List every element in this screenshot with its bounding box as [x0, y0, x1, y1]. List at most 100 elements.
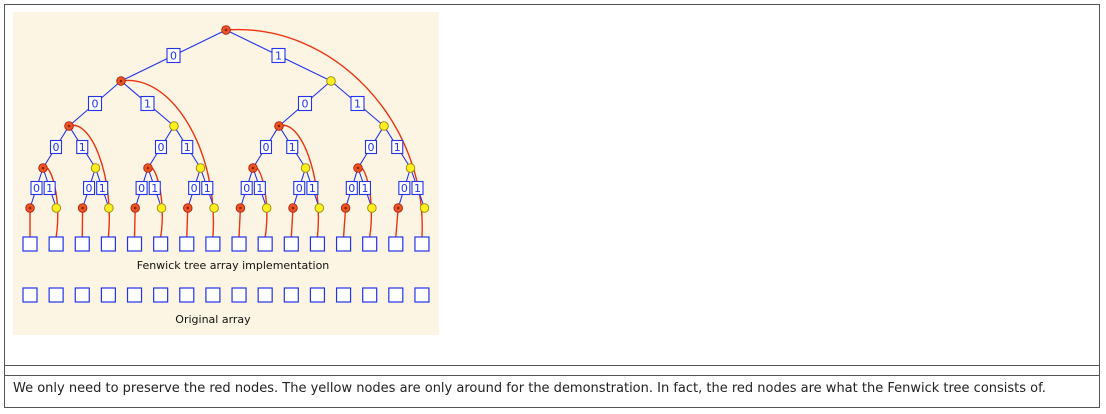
fenwick-array-cell — [126, 236, 143, 252]
branch-label: 0 — [158, 141, 165, 154]
branch-label: 0 — [191, 182, 198, 195]
branch-label-box — [83, 180, 96, 196]
branch-label-box — [76, 139, 89, 155]
original-array-cell — [153, 287, 169, 303]
fenwick-array-cell — [414, 236, 430, 252]
fenwick-array-cell — [153, 236, 169, 252]
fenwick-array-cell — [362, 236, 378, 252]
original-array-cell — [388, 287, 404, 303]
branch-label-box — [259, 139, 273, 155]
original-array-cell — [309, 287, 326, 303]
red-link — [395, 207, 399, 238]
branch-label: 1 — [414, 182, 421, 195]
original-array-cell — [22, 287, 38, 303]
fenwick-array-cell — [22, 236, 38, 252]
branch-label: 1 — [309, 182, 316, 195]
branch-label: 1 — [99, 182, 106, 195]
original-array-cell — [414, 287, 430, 303]
branch-label: 0 — [243, 182, 250, 195]
branch-label-box — [49, 139, 63, 155]
red-link — [238, 207, 242, 238]
branch-label: 1 — [354, 98, 361, 111]
yellow-node — [156, 203, 167, 213]
caption-text: We only need to preserve the red nodes. … — [13, 381, 1046, 396]
yellow-node — [379, 121, 389, 131]
red-arc — [278, 124, 320, 238]
fenwick-array-cell — [205, 236, 221, 252]
branch-label-box — [148, 180, 161, 196]
original-array-cell — [100, 287, 116, 303]
red-link — [342, 207, 347, 238]
red-node-center — [67, 124, 71, 128]
branch-label: 0 — [368, 141, 375, 154]
branch-label-box — [30, 180, 43, 196]
branch-label: 1 — [151, 182, 158, 195]
original-array-cell — [335, 287, 352, 303]
branch-label-box — [87, 95, 103, 112]
branch-label: 1 — [79, 141, 86, 154]
red-node-center — [251, 166, 255, 170]
branch-label: 1 — [144, 98, 151, 111]
branch-label: 1 — [361, 182, 368, 195]
branch-label-box — [154, 139, 168, 155]
branch-label: 1 — [204, 182, 211, 195]
branch-label-box — [297, 95, 313, 112]
caption-cell: We only need to preserve the red nodes. … — [5, 375, 1099, 401]
red-arc — [225, 28, 423, 238]
branch-label: 0 — [138, 182, 145, 195]
red-node-center — [277, 124, 281, 128]
branch-label: 0 — [86, 182, 93, 195]
branch-label-box — [345, 180, 358, 196]
branch-label: 1 — [275, 50, 282, 63]
yellow-node — [169, 121, 179, 131]
original-array-cell — [231, 287, 247, 303]
yellow-node — [104, 203, 114, 213]
yellow-node — [300, 163, 311, 173]
red-node-center — [146, 166, 150, 170]
red-node-center — [224, 28, 228, 32]
branch-label: 0 — [170, 50, 177, 63]
branch-label: 0 — [263, 141, 270, 154]
branch-label-box — [188, 180, 201, 196]
branch-label: 0 — [302, 98, 309, 111]
red-node-center — [239, 206, 242, 210]
branch-label: 1 — [46, 182, 53, 195]
red-node-center — [186, 206, 190, 210]
branch-label-box — [135, 180, 148, 196]
branch-label: 0 — [33, 182, 40, 195]
yellow-node — [367, 203, 377, 213]
red-node-center — [81, 206, 84, 210]
fenwick-array-cell — [309, 236, 326, 252]
red-node-center — [119, 79, 123, 83]
original-array-cell — [48, 287, 64, 303]
branch-label-box — [293, 180, 306, 196]
branch-label-box — [140, 95, 155, 112]
branch-label: 0 — [53, 141, 60, 154]
fenwick-array-cell — [231, 236, 247, 252]
branch-label-box — [398, 180, 411, 196]
fenwick-array-cell — [257, 236, 273, 252]
yellow-node — [419, 203, 430, 213]
branch-label-box — [364, 139, 378, 155]
branch-label-box — [271, 47, 286, 64]
original-array-label: Original array — [175, 313, 251, 326]
branch-label-box — [411, 180, 424, 196]
fenwick-array-cell — [388, 236, 404, 252]
red-node-center — [291, 206, 295, 210]
original-array-cell — [126, 287, 143, 303]
red-node-center — [396, 206, 400, 210]
branch-label-box — [286, 139, 299, 155]
original-array-cell — [205, 287, 221, 303]
original-array-cell — [283, 287, 299, 303]
red-arc — [42, 166, 59, 238]
branch-label: 1 — [184, 141, 191, 154]
fenwick-array-cell — [48, 236, 64, 252]
branch-label: 1 — [256, 182, 263, 195]
branch-label-box — [181, 139, 194, 155]
yellow-node — [195, 163, 206, 173]
yellow-node — [405, 163, 416, 173]
branch-label-box — [201, 180, 214, 196]
yellow-node — [314, 203, 325, 213]
